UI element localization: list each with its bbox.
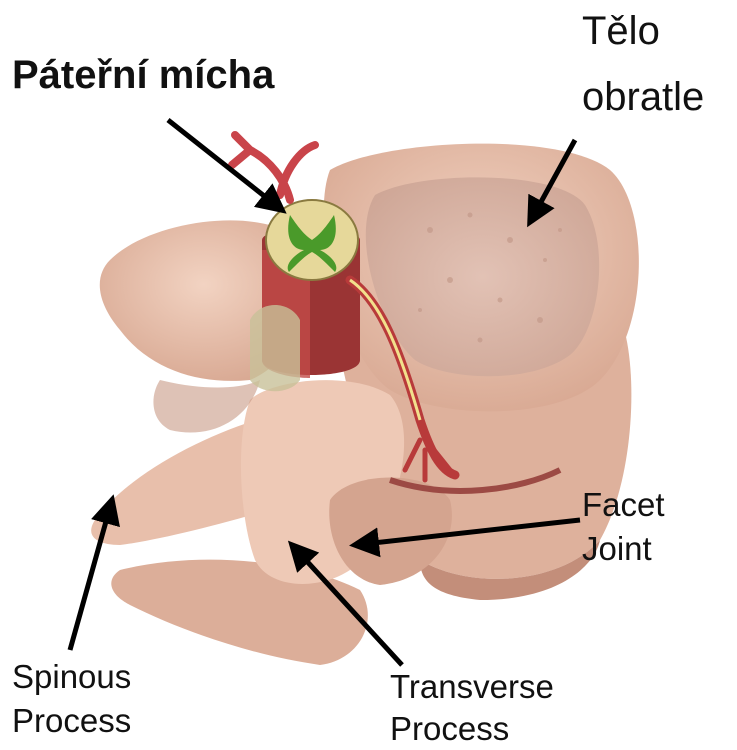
arrow-spinous-process <box>70 500 112 650</box>
label-spinal-cord: Páteřní mícha <box>12 52 274 98</box>
label-spinous-process-line2: Process <box>12 702 131 740</box>
label-transverse-process-line2: Process <box>390 710 509 748</box>
label-facet-joint-line2: Joint <box>582 530 652 568</box>
label-spinous-process-line1: Spinous <box>12 658 131 696</box>
label-facet-joint-line1: Facet <box>582 486 665 524</box>
label-vertebral-body-line2: obratle <box>582 74 704 120</box>
label-vertebral-body-line1: Tělo <box>582 8 660 54</box>
label-transverse-process-line1: Transverse <box>390 668 554 706</box>
